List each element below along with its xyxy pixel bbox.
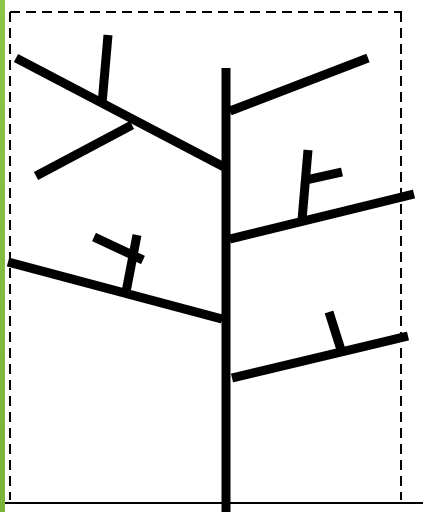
twig-upper-left-vertical xyxy=(102,35,108,104)
twig-middle-right-vertical xyxy=(302,150,308,220)
paper-background xyxy=(5,0,423,512)
